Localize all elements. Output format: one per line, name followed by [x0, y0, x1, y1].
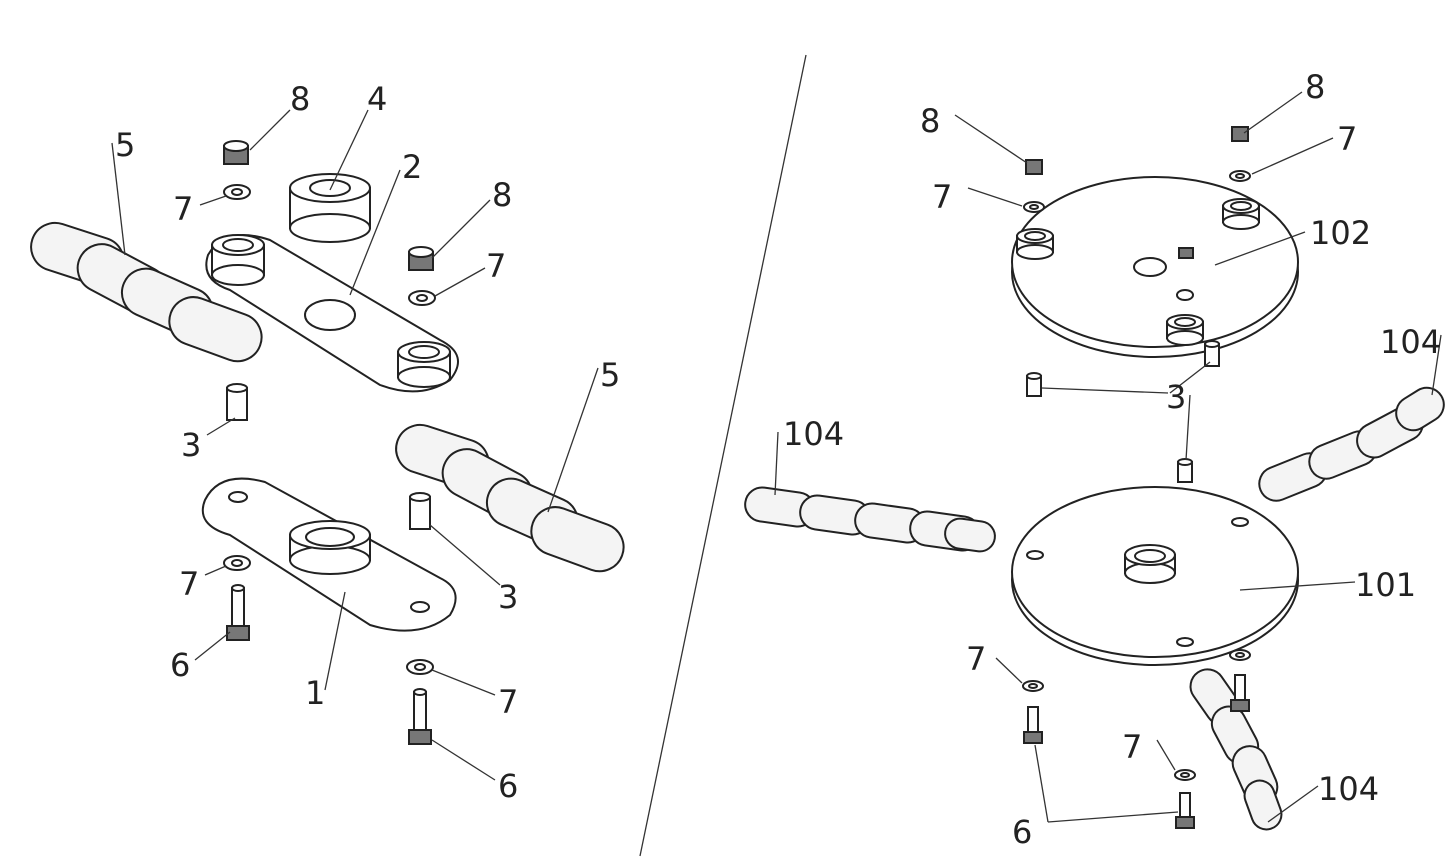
chain-right-left — [744, 486, 996, 553]
label-right-7b: 7 — [1337, 120, 1357, 158]
boss-102-b — [1222, 198, 1260, 230]
spacer-left-a — [226, 383, 248, 421]
right-assembly: 8 8 7 7 102 104 104 3 101 7 7 104 6 — [744, 68, 1445, 851]
washer-left-b — [408, 290, 436, 306]
label-left-7a: 7 — [173, 190, 193, 228]
label-left-6a: 6 — [170, 646, 190, 684]
chain-right-lower — [1189, 668, 1283, 831]
bushing-part-4 — [289, 173, 371, 243]
label-right-3: 3 — [1166, 378, 1186, 416]
boss-102-a — [1016, 228, 1054, 260]
spacer-right-a — [1026, 372, 1042, 397]
chain-left-upper — [30, 221, 263, 363]
label-right-8a: 8 — [920, 102, 940, 140]
spacer-left-b — [409, 492, 431, 530]
spacer-right-b — [1204, 340, 1220, 367]
leader-lines-left — [111, 109, 599, 781]
bolt-left-a — [226, 584, 250, 641]
leader-lines-right — [774, 91, 1442, 823]
disc-part-102 — [1011, 176, 1299, 358]
label-left-5b: 5 — [600, 356, 620, 394]
label-left-8b: 8 — [492, 176, 512, 214]
spacer-right-c — [1177, 458, 1193, 483]
label-right-6: 6 — [1012, 813, 1032, 851]
label-left-3b: 3 — [498, 578, 518, 616]
label-right-104b: 104 — [783, 415, 844, 453]
label-left-8a: 8 — [290, 80, 310, 118]
label-left-4: 4 — [367, 80, 387, 118]
washer-right-c — [1229, 649, 1251, 661]
nut-right-a — [1025, 159, 1043, 175]
label-left-2: 2 — [402, 148, 422, 186]
boss-right-top — [397, 341, 451, 388]
label-right-101: 101 — [1355, 566, 1416, 604]
label-left-7b: 7 — [486, 247, 506, 285]
label-right-7a: 7 — [932, 178, 952, 216]
washer-right-d — [1022, 680, 1044, 692]
plate-part-1 — [201, 477, 457, 632]
nut-left-b — [408, 246, 434, 271]
label-right-102: 102 — [1310, 214, 1371, 252]
washer-right-e — [1174, 769, 1196, 781]
nut-right-b — [1231, 126, 1249, 142]
bolt-right-a — [1230, 674, 1250, 712]
disc-part-101 — [1011, 486, 1299, 666]
bolt-left-b — [408, 688, 432, 745]
bolt-right-c — [1175, 792, 1195, 829]
boss-left-top — [211, 234, 265, 286]
nut-left-a — [223, 140, 249, 165]
chain-left-lower — [395, 423, 625, 573]
plate-part-2 — [205, 234, 459, 393]
left-assembly: 8 4 5 2 8 7 7 5 3 3 7 6 1 7 6 — [30, 80, 625, 805]
washer-right-b — [1229, 170, 1251, 182]
label-left-7c: 7 — [179, 565, 199, 603]
label-left-5a: 5 — [115, 126, 135, 164]
label-right-104a: 104 — [1380, 323, 1441, 361]
label-right-7d: 7 — [1122, 728, 1142, 766]
chain-right-upper — [1258, 386, 1445, 502]
label-right-7c: 7 — [966, 640, 986, 678]
washer-left-a — [223, 184, 251, 200]
washer-left-c — [223, 555, 251, 571]
label-left-7d: 7 — [498, 683, 518, 721]
divider-line — [639, 54, 807, 857]
label-left-6b: 6 — [498, 767, 518, 805]
label-right-8b: 8 — [1305, 68, 1325, 106]
bolt-right-b — [1023, 706, 1043, 744]
label-right-104c: 104 — [1318, 770, 1379, 808]
washer-left-d — [406, 659, 434, 675]
boss-102-c — [1166, 314, 1204, 346]
label-left-1: 1 — [305, 674, 325, 712]
washer-right-a — [1023, 201, 1045, 213]
label-left-3a: 3 — [181, 426, 201, 464]
